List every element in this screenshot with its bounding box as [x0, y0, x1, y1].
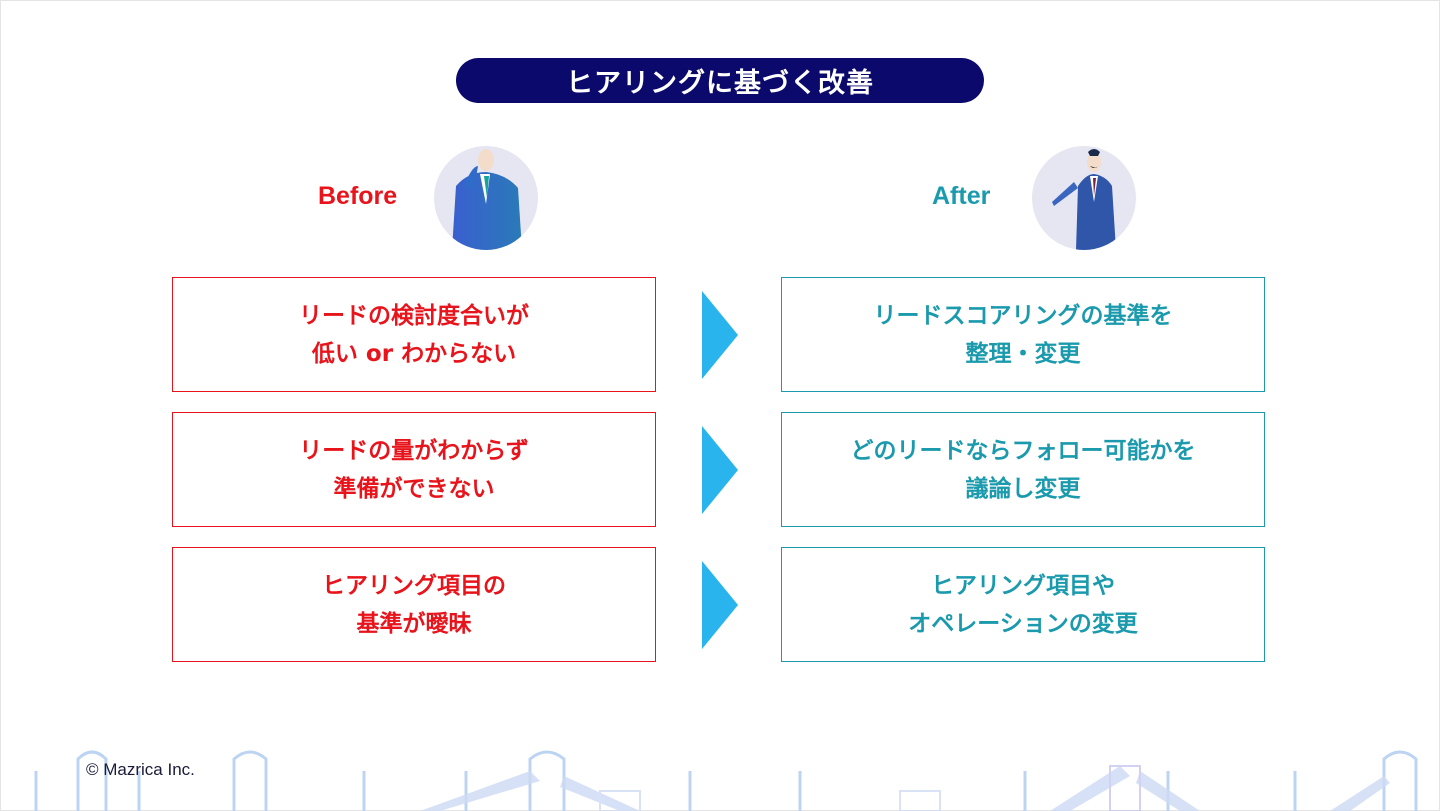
before-item-1: リードの検討度合いが低い or わからない [172, 277, 656, 392]
arrow-right-icon [702, 291, 738, 379]
after-item-3-line-2: オペレーションの変更 [908, 610, 1138, 637]
after-item-3: ヒアリング項目やオペレーションの変更 [781, 547, 1265, 662]
after-item-3-line-1: ヒアリング項目や [930, 572, 1115, 599]
after-item-2: どのリードならフォロー可能かを議論し変更 [781, 412, 1265, 527]
before-item-1-line-1: リードの検討度合いが [299, 302, 529, 329]
playground-skyline-decoration [34, 750, 1418, 811]
copyright-text: © Mazrica Inc. [86, 760, 195, 779]
confident-businessman-avatar [1032, 146, 1136, 250]
after-label: After [932, 182, 991, 210]
before-item-2: リードの量がわからず準備ができない [172, 412, 656, 527]
after-item-1: リードスコアリングの基準を整理・変更 [781, 277, 1265, 392]
after-item-1-line-2: 整理・変更 [965, 340, 1081, 367]
after-item-2-line-1: どのリードならフォロー可能かを [850, 437, 1196, 464]
after-item-2-line-2: 議論し変更 [965, 475, 1081, 502]
arrow-right-icon [702, 426, 738, 514]
before-item-2-line-1: リードの量がわからず [299, 437, 529, 464]
before-item-2-line-2: 準備ができない [333, 475, 495, 502]
worried-businessman-avatar [434, 146, 538, 250]
before-label: Before [318, 182, 398, 210]
after-item-1-line-1: リードスコアリングの基準を [873, 302, 1173, 329]
slide-title: ヒアリングに基づく改善 [456, 58, 984, 103]
before-item-3-line-1: ヒアリング項目の [322, 572, 506, 599]
before-item-3-line-2: 基準が曖昧 [356, 610, 472, 637]
before-item-1-line-2: 低い or わからない [311, 340, 517, 367]
arrow-right-icon [702, 561, 738, 649]
before-item-3: ヒアリング項目の基準が曖昧 [172, 547, 656, 662]
